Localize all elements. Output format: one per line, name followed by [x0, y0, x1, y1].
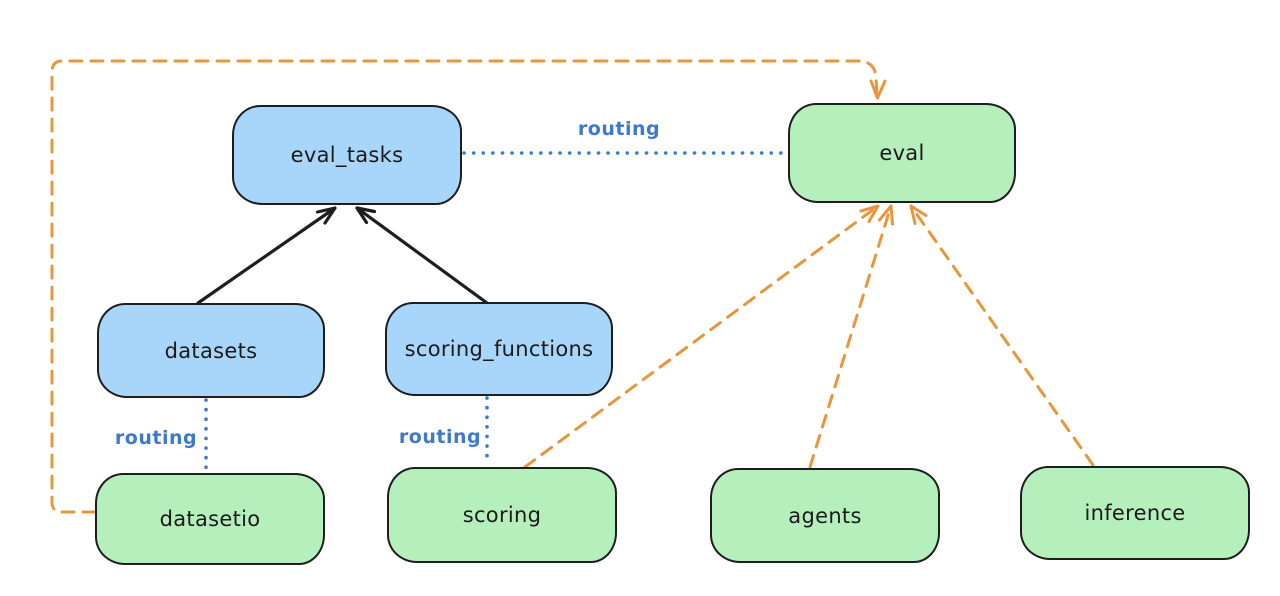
node-datasets-label: datasets	[164, 338, 258, 363]
node-datasetio-label: datasetio	[159, 507, 261, 531]
edge-datasetio-to-eval-arrowhead	[869, 79, 887, 100]
routing-label-scoring-functions-scoring: routing	[398, 426, 482, 448]
node-scoring-label: scoring	[462, 503, 542, 527]
edge-inference-to-eval-arrowhead	[909, 204, 928, 225]
node-agents-label: agents	[788, 503, 862, 528]
edge-scoring-to-eval-arrowhead	[859, 204, 880, 223]
node-eval-tasks: eval_tasks	[232, 105, 462, 205]
edge-agents-to-eval-arrowhead	[878, 204, 894, 226]
node-eval-label: eval	[879, 141, 925, 165]
edge-agents-to-eval-shaft	[808, 204, 893, 469]
routing-label-eval-tasks-eval: routing	[577, 118, 661, 140]
node-eval-tasks-label: eval_tasks	[290, 143, 404, 167]
edge-inference-to-eval-shaft	[909, 204, 1095, 467]
node-agents: agents	[710, 468, 940, 563]
node-scoring-functions-label: scoring_functions	[404, 337, 594, 361]
edge-scoring-functions-to-eval-tasks	[355, 206, 489, 305]
edge-datasets-to-eval-tasks	[196, 206, 337, 305]
node-scoring-functions: scoring_functions	[385, 302, 613, 396]
node-eval: eval	[788, 103, 1016, 203]
node-inference: inference	[1020, 466, 1250, 560]
node-inference-label: inference	[1084, 501, 1186, 525]
routing-label-datasets-datasetio: routing	[114, 427, 198, 449]
node-datasetio: datasetio	[95, 473, 325, 565]
node-datasets: datasets	[97, 303, 325, 398]
node-scoring: scoring	[387, 467, 617, 563]
